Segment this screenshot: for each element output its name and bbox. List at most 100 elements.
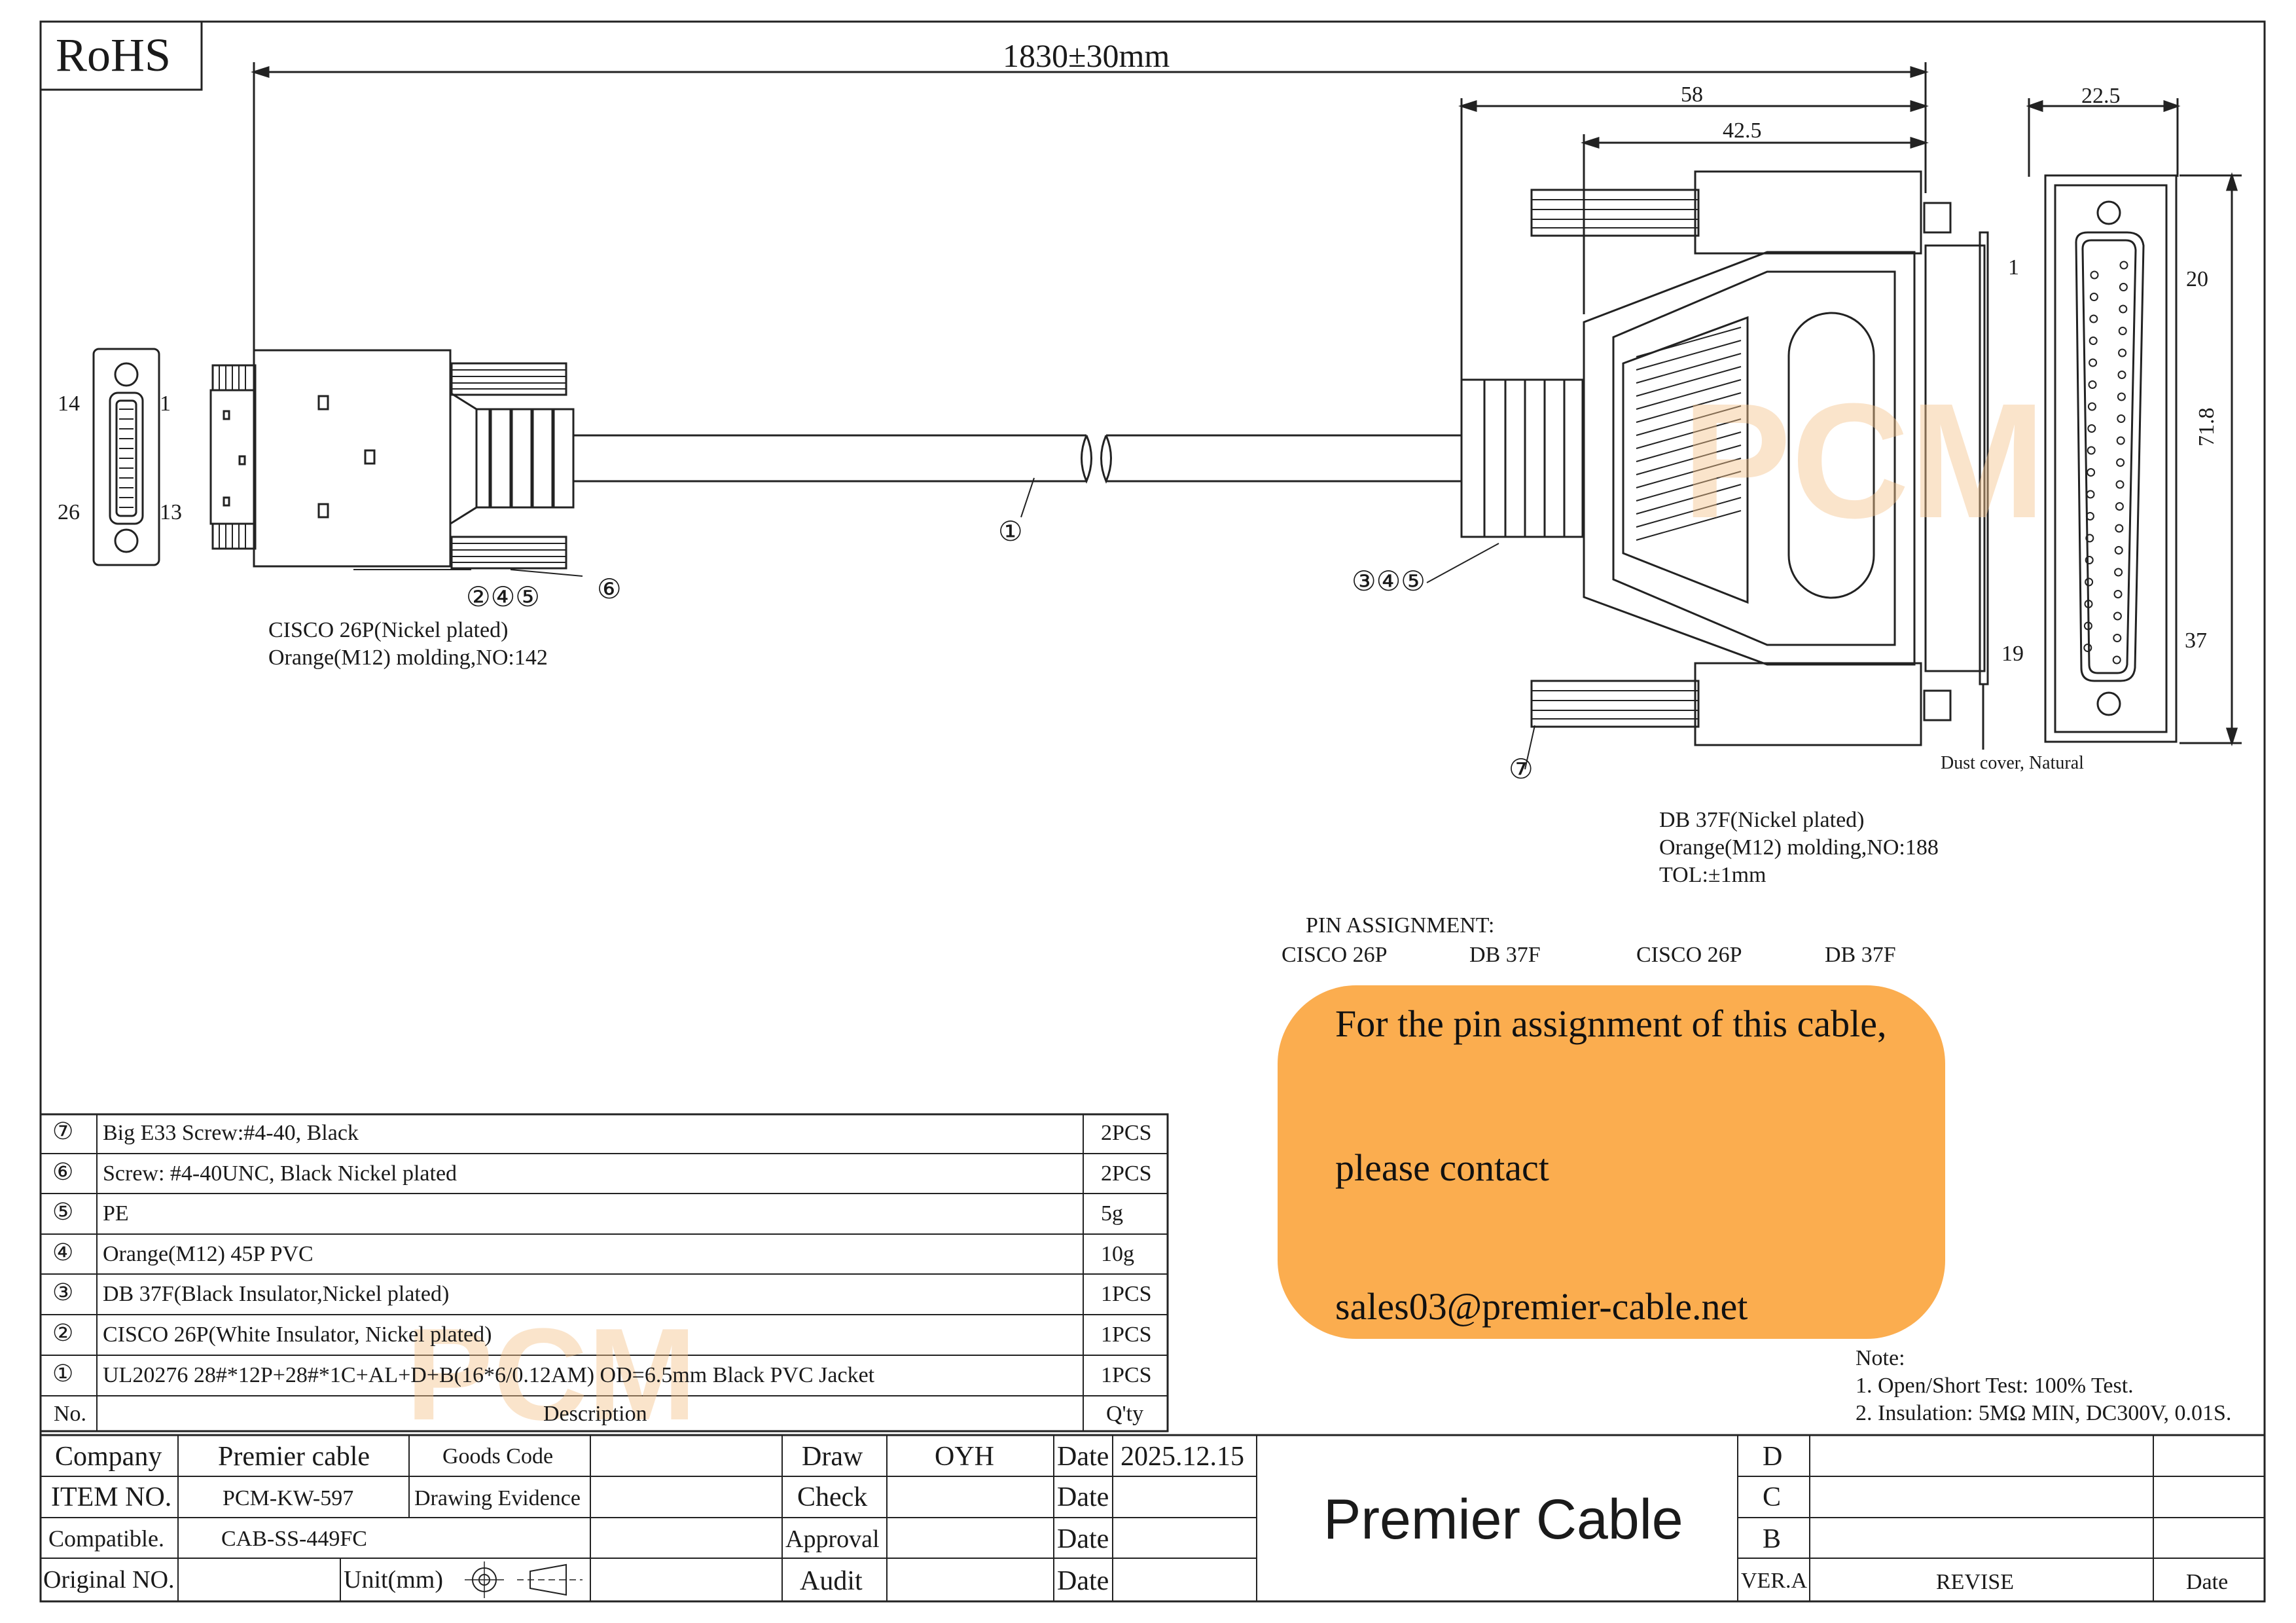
bom-row-number: ① <box>52 1360 74 1387</box>
bom-row-description: Big E33 Screw:#4-40, Black <box>103 1121 359 1145</box>
drawing-evidence-label: Drawing Evidence <box>414 1486 581 1510</box>
date-label-4: Date <box>1057 1566 1109 1596</box>
revise-date-label: Date <box>2186 1570 2229 1594</box>
db-pin-hole <box>2114 568 2123 577</box>
notes-line-1: 1. Open/Short Test: 100% Test. <box>1856 1374 2134 1398</box>
watermark-logo-upper: PCM <box>1682 369 2046 552</box>
db-label-line3: TOL:±1mm <box>1659 863 1767 887</box>
db-pin-hole <box>2088 380 2097 389</box>
unit-label: Unit(mm) <box>344 1566 443 1594</box>
revision-b: B <box>1763 1524 1782 1554</box>
bom-row-number: ④ <box>52 1239 74 1266</box>
dim-22-5: 22.5 <box>2081 84 2121 108</box>
cisco-pin-14: 14 <box>58 392 80 416</box>
draw-label: Draw <box>802 1442 863 1472</box>
db-label-line2: Orange(M12) molding,NO:188 <box>1659 835 1939 860</box>
db-pin-1: 1 <box>2008 255 2019 280</box>
db-pin-hole <box>2113 590 2123 598</box>
date-label-2: Date <box>1057 1482 1109 1512</box>
cable-callout: ① <box>998 517 1023 547</box>
item-no-label: ITEM NO. <box>51 1482 172 1512</box>
version-label: VER.A <box>1741 1569 1808 1593</box>
db-pin-hole <box>2083 644 2092 652</box>
db37-pin-array <box>2083 261 2128 665</box>
db-pin-hole <box>2087 468 2096 477</box>
watermark-logo-lower: PCM <box>406 1302 697 1448</box>
db-pin-hole <box>2117 392 2126 401</box>
bom-row-description: Screw: #4-40UNC, Black Nickel plated <box>103 1161 457 1186</box>
bom-row-qty: 1PCS <box>1101 1282 1152 1306</box>
dim-71-8: 71.8 <box>2195 407 2219 447</box>
revision-c: C <box>1763 1482 1782 1512</box>
bom-row-qty: 1PCS <box>1101 1322 1152 1347</box>
notes-line-2: 2. Insulation: 5MΩ MIN, DC300V, 0.01S. <box>1856 1401 2232 1425</box>
db-pin-hole <box>2085 534 2094 543</box>
db-pin-hole <box>2115 480 2125 489</box>
revision-d: D <box>1763 1442 1783 1472</box>
bom-row-number: ⑥ <box>52 1159 74 1185</box>
cisco-pin-13: 13 <box>160 500 182 524</box>
pin-header-cisco-1: CISCO 26P <box>1282 943 1388 967</box>
bom-header-qty: Q'ty <box>1106 1402 1144 1426</box>
contact-email-link[interactable]: sales03@premier-cable.net <box>1335 1285 1748 1328</box>
bom-row-number: ③ <box>52 1279 74 1305</box>
cisco-callout-group: ②④⑤ <box>466 583 540 613</box>
contact-line-2: please contact <box>1335 1146 1549 1189</box>
db-pin-hole <box>2084 600 2093 608</box>
bom-header-desc: Description <box>543 1402 647 1426</box>
rohs-box <box>39 20 203 91</box>
cisco-pin-26: 26 <box>58 500 80 524</box>
db-pin-hole <box>2115 502 2124 511</box>
db-pin-hole <box>2117 371 2126 379</box>
bom-row-description: Orange(M12) 45P PVC <box>103 1242 314 1266</box>
drawing-frame <box>39 20 2266 1603</box>
cisco-label-line1: CISCO 26P(Nickel plated) <box>268 618 509 642</box>
cisco-callout-screw: ⑥ <box>597 575 622 605</box>
bom-row-description: DB 37F(Black Insulator,Nickel plated) <box>103 1282 450 1306</box>
bom-row-description: CISCO 26P(White Insulator, Nickel plated… <box>103 1322 492 1347</box>
original-no-label: Original NO. <box>43 1566 175 1594</box>
db-pin-hole <box>2083 621 2092 630</box>
db-pin-hole <box>2118 348 2127 357</box>
db-pin-19: 19 <box>2001 642 2024 666</box>
db-pin-hole <box>2089 293 2098 301</box>
dim-42-5: 42.5 <box>1723 119 1762 143</box>
draw-value: OYH <box>935 1442 994 1472</box>
bom-row-qty: 10g <box>1101 1242 1134 1266</box>
db-pin-hole <box>2113 634 2122 642</box>
db-pin-hole <box>2089 358 2098 367</box>
bom-row-qty: 5g <box>1101 1201 1123 1226</box>
db-pin-hole <box>2085 577 2094 587</box>
cisco-label-line2: Orange(M12) molding,NO:142 <box>268 646 548 670</box>
db-pin-hole <box>2115 524 2124 533</box>
goods-code-label: Goods Code <box>442 1444 554 1468</box>
db-pin-hole <box>2119 261 2128 270</box>
db-pin-hole <box>2086 490 2095 499</box>
db-pin-hole <box>2117 414 2126 423</box>
pin-header-cisco-2: CISCO 26P <box>1636 943 1742 967</box>
db-pin-hole <box>2118 327 2127 335</box>
db-label-line1: DB 37F(Nickel plated) <box>1659 808 1865 832</box>
compatible-label: Compatible. <box>48 1525 164 1552</box>
bom-row-number: ⑤ <box>52 1199 74 1225</box>
bom-row-number: ⑦ <box>52 1118 74 1144</box>
brand-title: Premier Cable <box>1323 1488 1683 1551</box>
db-pin-hole <box>2090 270 2099 280</box>
pin-assignment-contact-box: For the pin assignment of this cable, pl… <box>1278 985 1945 1339</box>
dim-58: 58 <box>1681 82 1703 107</box>
check-label: Check <box>797 1482 868 1512</box>
db-callout-group: ③④⑤ <box>1352 567 1426 597</box>
approval-label: Approval <box>785 1525 880 1553</box>
bom-row-description: PE <box>103 1201 129 1226</box>
db-pin-hole <box>2089 314 2098 323</box>
pin-header-db-2: DB 37F <box>1825 943 1896 967</box>
bom-row-qty: 2PCS <box>1101 1161 1152 1186</box>
cisco-pin-1: 1 <box>160 392 171 416</box>
db-pin-37: 37 <box>2185 629 2207 653</box>
company-label: Company <box>55 1442 162 1472</box>
pin-header-db-1: DB 37F <box>1469 943 1541 967</box>
date-value: 2025.12.15 <box>1121 1442 1244 1472</box>
db-pin-20: 20 <box>2186 267 2208 291</box>
bom-row-description: UL20276 28#*12P+28#*1C+AL+D+B(16*6/0.12A… <box>103 1363 875 1387</box>
